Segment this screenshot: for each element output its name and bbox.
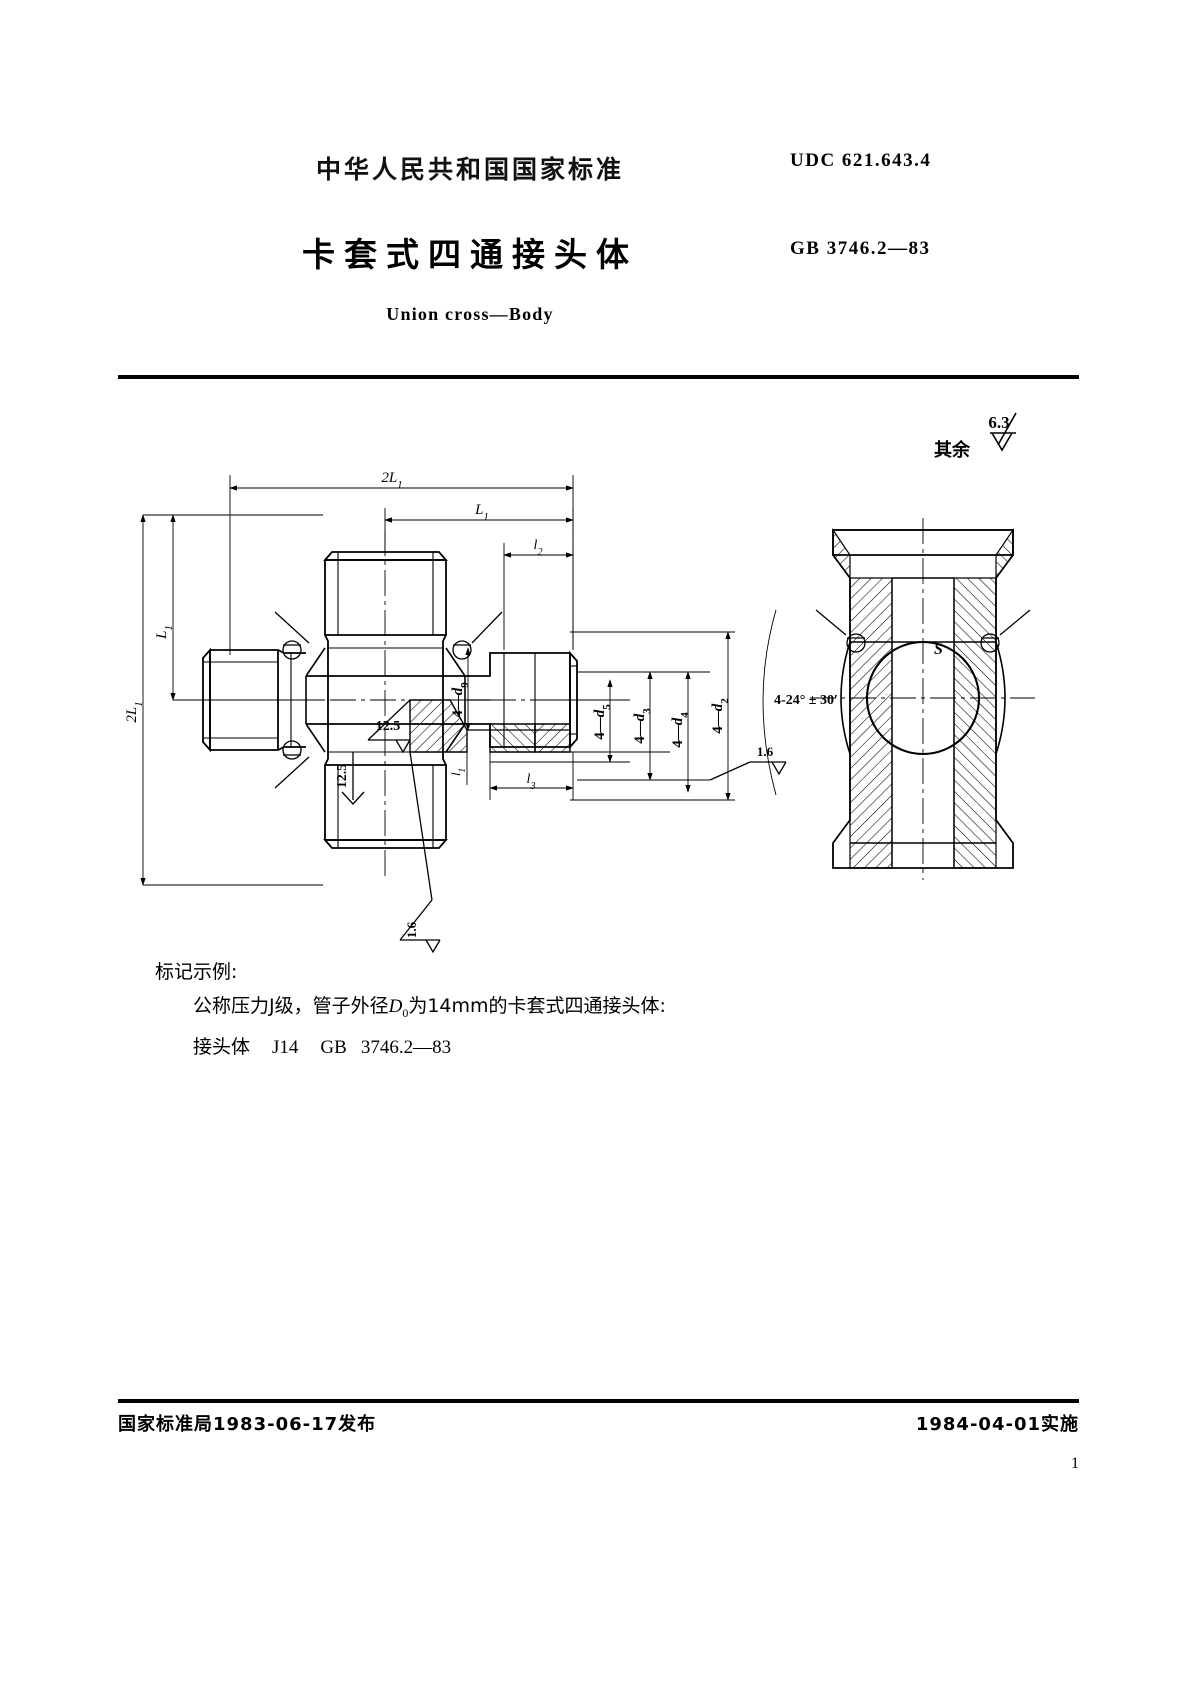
marking-desc-part2: 为14mm的卡套式四通接头体: [408,995,666,1017]
general-roughness-symbol [990,412,1017,452]
dim-label-L1-left: L1 [154,625,175,640]
roughness-label-1-6-a: 1.6 [404,921,419,938]
udc-code: UDC 621.643.4 [790,150,932,171]
roughness-label-12-5-a: 12.5 [376,719,401,734]
header-title-block: 中华人民共和国国家标准 卡套式四通接头体 Union cross—Body [190,150,750,325]
dim-label-l3: l3 [527,772,536,792]
marking-symbol-D-sub: 0 [402,1005,409,1020]
dim-label-S: S [934,641,943,658]
marking-code-number: 3746.2—83 [360,1036,452,1058]
general-roughness-note-value: 6.3 [988,413,1009,432]
marking-example-description: 公称压力J级，管子外径D0为14mm的卡套式四通接头体: [193,989,955,1030]
document-header: 中华人民共和国国家标准 卡套式四通接头体 Union cross—Body UD… [0,150,1191,350]
header-divider [118,375,1079,379]
page-title: 卡套式四通接头体 [302,235,638,274]
footer-issued-date: 国家标准局1983-06-17发布 [118,1414,377,1435]
dim-label-d2: 4—d2 [710,698,731,734]
footer-divider [118,1399,1079,1403]
dim-label-l1-inner: l1 [448,768,467,776]
dimension-lines [140,475,574,886]
marking-example-block: 标记示例: 公称压力J级，管子外径D0为14mm的卡套式四通接头体: 接头体 J1… [155,955,955,1065]
bottom-branch [323,700,448,849]
union-cross-body-drawing: 2L1 L1 l2 L1 2L1 l1 l3 4—d9 4—d5 4—d3 4—… [124,412,1035,954]
top-branch [323,551,448,700]
header-code-block: UDC 621.643.4 GB 3746.2—83 [790,150,1110,260]
dim-label-d3: 4—d3 [632,708,653,744]
technical-drawing: 2L1 L1 l2 L1 2L1 l1 l3 4—d9 4—d5 4—d3 4—… [110,400,1090,970]
marking-desc-part1: 公称压力J级，管子外径 [193,995,389,1017]
dim-label-d9: 4—d9 [450,682,471,718]
marking-code-gb: GB [320,1036,347,1058]
footer-effective-date: 1984-04-01实施 [915,1414,1079,1435]
marking-example-code: 接头体 J14 GB 3746.2—83 [193,1030,955,1065]
dim-label-d4: 4—d4 [670,712,691,748]
taper-angle-arc [762,609,777,796]
roughness-symbol-group [274,611,787,954]
dim-label-taper-angle: 4-24° ± 30′ [774,693,838,708]
dim-label-l2: l2 [534,538,543,558]
standard-number: GB 3746.2—83 [790,238,931,259]
dim-label-d5: 4—d5 [592,704,613,740]
marking-symbol-D: D [388,996,403,1017]
general-roughness-note-label: 其余 [934,439,971,461]
document-footer: 国家标准局1983-06-17发布 1984-04-01实施 [118,1410,1079,1446]
roughness-label-12-5-b: 12.5 [335,764,350,789]
national-standard-label: 中华人民共和国国家标准 [315,155,624,184]
marking-code-grade: J14 [272,1036,299,1058]
dim-label-2L1-left: 2L1 [124,701,145,722]
marking-code-name: 接头体 [193,1035,251,1058]
roughness-label-1-6-b: 1.6 [757,744,774,759]
page-title-english: Union cross—Body [386,304,554,324]
page-number: 1 [1071,1455,1079,1472]
diameter-dimensions [465,631,735,801]
section-hatching [409,699,571,753]
marking-example-heading: 标记示例: [155,961,238,983]
